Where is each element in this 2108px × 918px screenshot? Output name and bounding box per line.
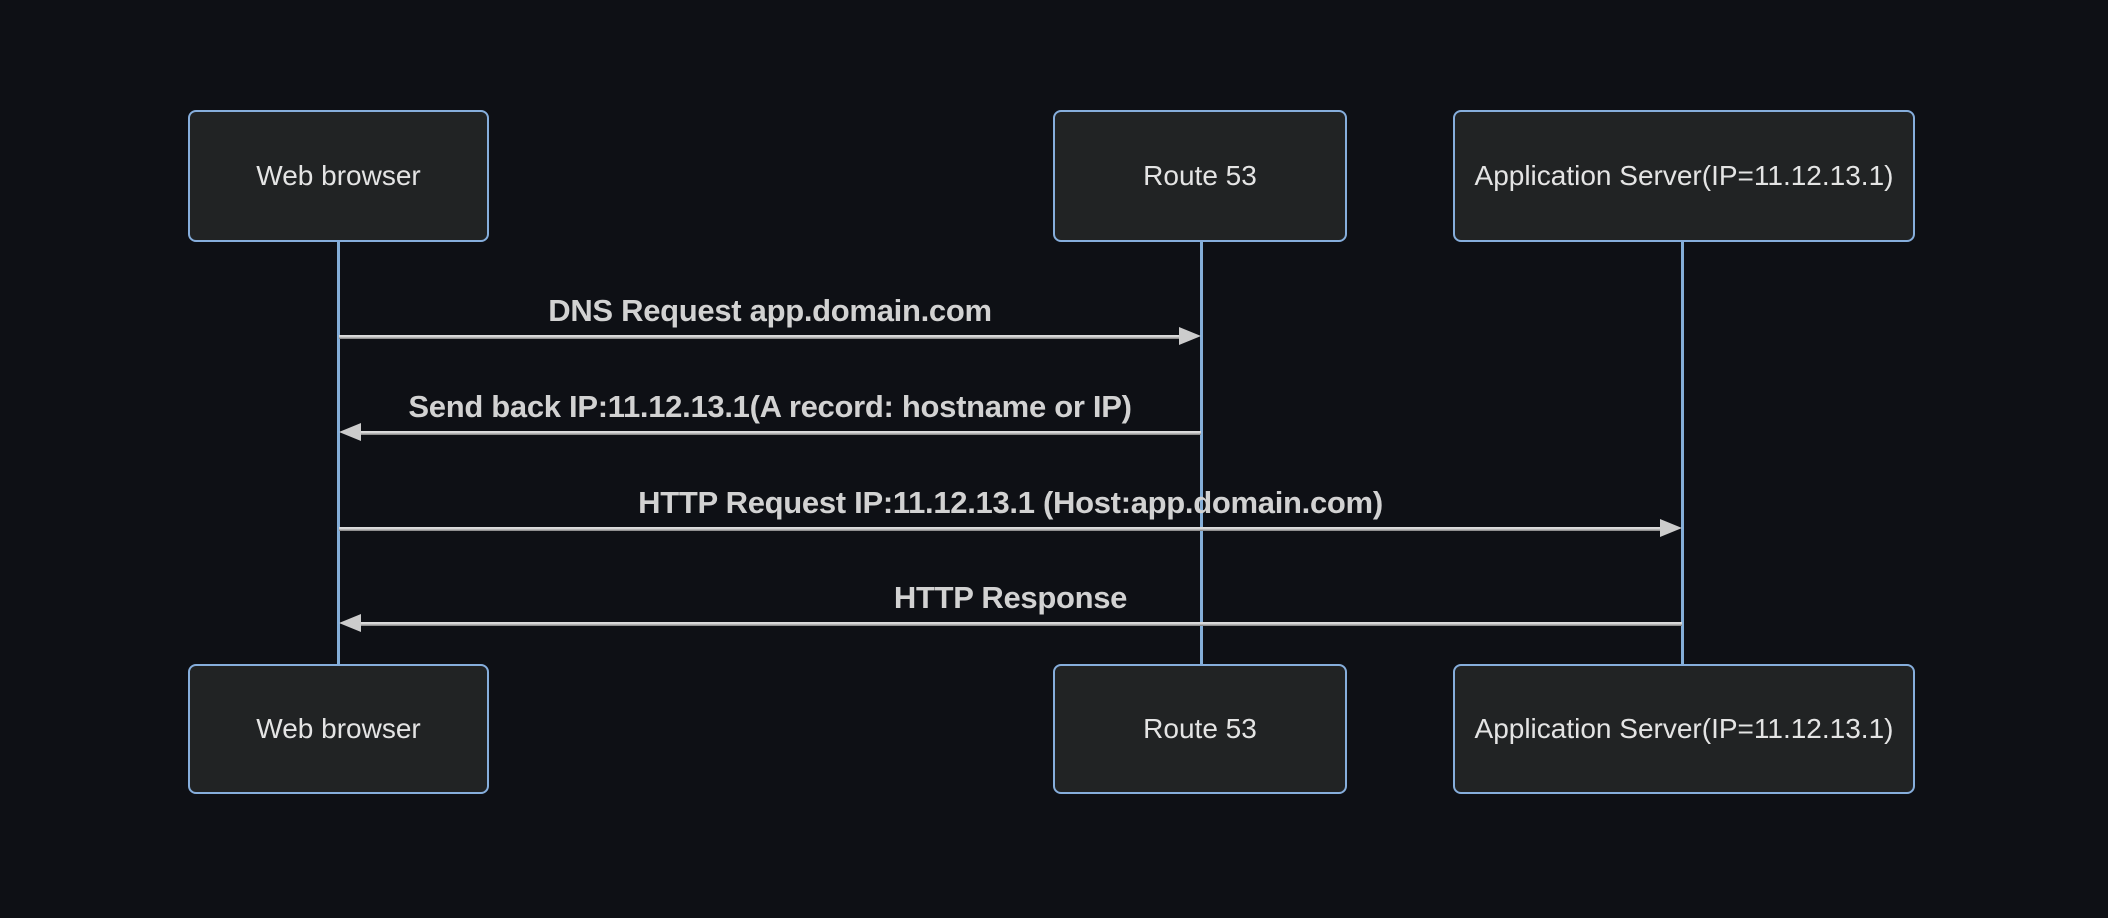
signal-line [339,527,1662,531]
actor-label: Application Server(IP=11.12.13.1) [1474,713,1894,744]
signal-line [359,622,1682,626]
actor-label: Web browser [256,713,421,744]
actor-label: Route 53 [1143,160,1257,191]
message-dns-request: DNS Request app.domain.com [339,281,1201,345]
lifeline-web-browser [337,242,340,664]
message-http-response: HTTP Response [339,568,1682,632]
actor-top-app-server: Application Server(IP=11.12.13.1) [1453,110,1915,242]
actor-top-web-browser: Web browser [188,110,489,242]
arrowhead-right-icon [1660,519,1682,537]
actor-top-route-53: Route 53 [1053,110,1347,242]
message-label: HTTP Response [893,580,1128,615]
signal-line [359,431,1201,435]
arrowhead-left-icon [339,614,361,632]
message-dns-response: Send back IP:11.12.13.1(A record: hostna… [339,377,1201,441]
message-label: HTTP Request IP:11.12.13.1 (Host:app.dom… [638,485,1383,520]
arrowhead-left-icon [339,423,361,441]
signal-line [339,335,1181,339]
actor-bottom-route-53: Route 53 [1053,664,1347,794]
lifeline-app-server [1681,242,1684,664]
message-label: Send back IP:11.12.13.1(A record: hostna… [408,389,1132,424]
actor-label: Route 53 [1143,713,1257,744]
message-label: DNS Request app.domain.com [548,293,992,328]
actor-label: Application Server(IP=11.12.13.1) [1474,160,1894,191]
actor-bottom-app-server: Application Server(IP=11.12.13.1) [1453,664,1915,794]
actor-bottom-web-browser: Web browser [188,664,489,794]
lifeline-route-53 [1200,242,1203,664]
actor-label: Web browser [256,160,421,191]
arrowhead-right-icon [1179,327,1201,345]
message-http-request: HTTP Request IP:11.12.13.1 (Host:app.dom… [339,473,1682,537]
